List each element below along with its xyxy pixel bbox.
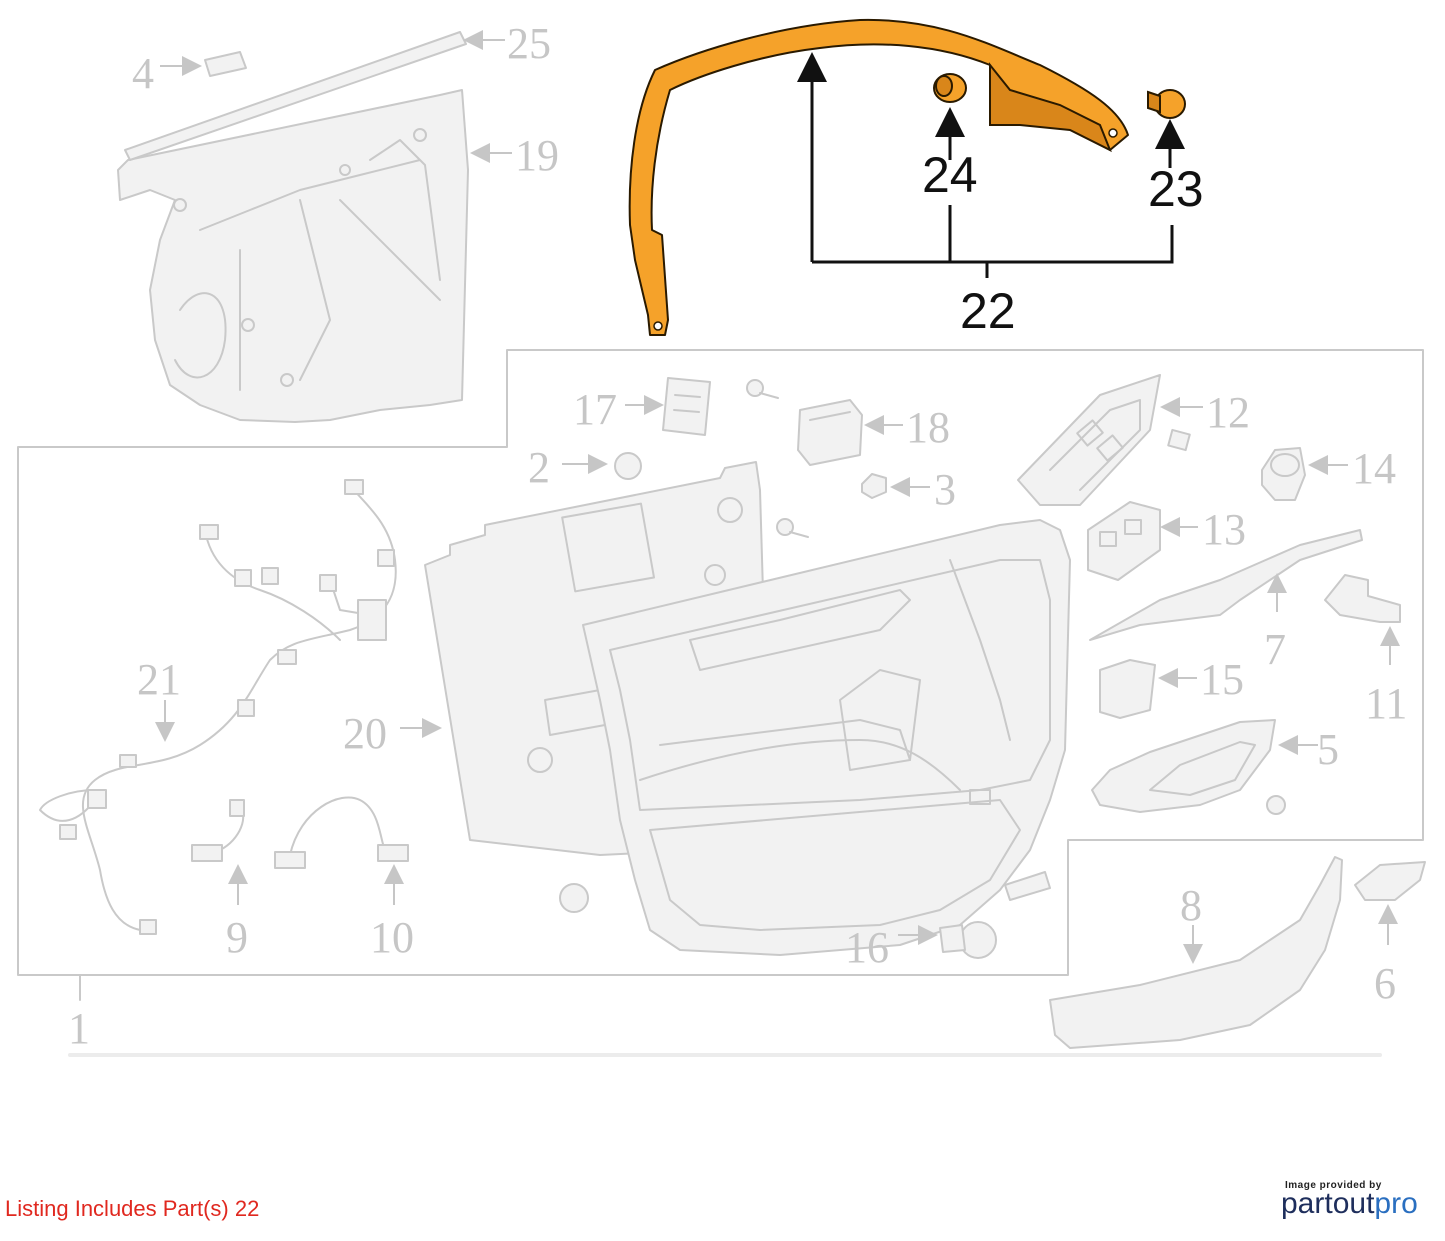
part-24-plug bbox=[933, 73, 967, 103]
part-15-switch bbox=[1099, 659, 1156, 719]
assembly-frame bbox=[17, 349, 1424, 976]
part-16-bezel bbox=[1004, 871, 1051, 901]
part-11-bracket bbox=[1324, 574, 1401, 623]
part-17-switch bbox=[662, 377, 711, 436]
callout-7: 7 bbox=[1264, 625, 1286, 674]
partoutpro-logo: partoutpro bbox=[1281, 1187, 1418, 1221]
callout-18: 18 bbox=[906, 403, 950, 452]
callout-17: 17 bbox=[573, 385, 617, 434]
door-trim-panel bbox=[582, 519, 1071, 956]
part-18-module bbox=[797, 399, 863, 466]
callout-21: 21 bbox=[137, 655, 181, 704]
gray-leader-arrows bbox=[155, 30, 1400, 964]
part-7-trim-strip bbox=[1089, 529, 1363, 641]
part-9-harness bbox=[191, 799, 245, 862]
part-23-push-pin bbox=[1147, 89, 1186, 119]
callout-1: 1 bbox=[68, 1004, 90, 1053]
callout-5: 5 bbox=[1317, 725, 1339, 774]
part-10-harness bbox=[274, 796, 409, 869]
callout-24: 24 bbox=[922, 147, 978, 203]
callout-2: 2 bbox=[528, 443, 550, 492]
callout-10: 10 bbox=[370, 913, 414, 962]
callout-11: 11 bbox=[1365, 679, 1407, 728]
callout-4: 4 bbox=[132, 49, 154, 98]
listing-includes-text: Listing Includes Part(s) 22 bbox=[5, 1196, 260, 1221]
callout-9: 9 bbox=[226, 913, 248, 962]
part-5-inside-handle bbox=[1091, 719, 1276, 813]
part-19-deflector bbox=[117, 89, 469, 423]
image-credit-caption: Image provided by bbox=[1285, 1180, 1382, 1191]
callout-22: 22 bbox=[960, 283, 1016, 339]
fastener-parts bbox=[559, 379, 1286, 959]
logo-part2: pro bbox=[1374, 1187, 1418, 1220]
callout-6: 6 bbox=[1374, 959, 1396, 1008]
part-6-cap bbox=[1354, 861, 1426, 901]
callout-3: 3 bbox=[934, 465, 956, 514]
callout-16: 16 bbox=[845, 923, 889, 972]
callout-25: 25 bbox=[507, 19, 551, 68]
callout-13: 13 bbox=[1202, 505, 1246, 554]
part-13-switch-block bbox=[1087, 501, 1161, 581]
part-4-clip bbox=[204, 51, 247, 77]
callout-14: 14 bbox=[1352, 444, 1396, 493]
part-12-window-switch-panel bbox=[1017, 374, 1161, 506]
logo-part1: partout bbox=[1281, 1187, 1375, 1220]
part-14-knob bbox=[1261, 447, 1306, 501]
callout-23: 23 bbox=[1148, 161, 1204, 217]
callout-20: 20 bbox=[343, 709, 387, 758]
callout-19: 19 bbox=[515, 131, 559, 180]
part-22-upper-trim bbox=[628, 18, 1129, 336]
callout-15: 15 bbox=[1200, 655, 1244, 704]
callout-12: 12 bbox=[1206, 388, 1250, 437]
part-8-armrest bbox=[1049, 856, 1343, 1049]
callout-8: 8 bbox=[1180, 881, 1202, 930]
part-21-wiring-harness bbox=[39, 479, 397, 935]
